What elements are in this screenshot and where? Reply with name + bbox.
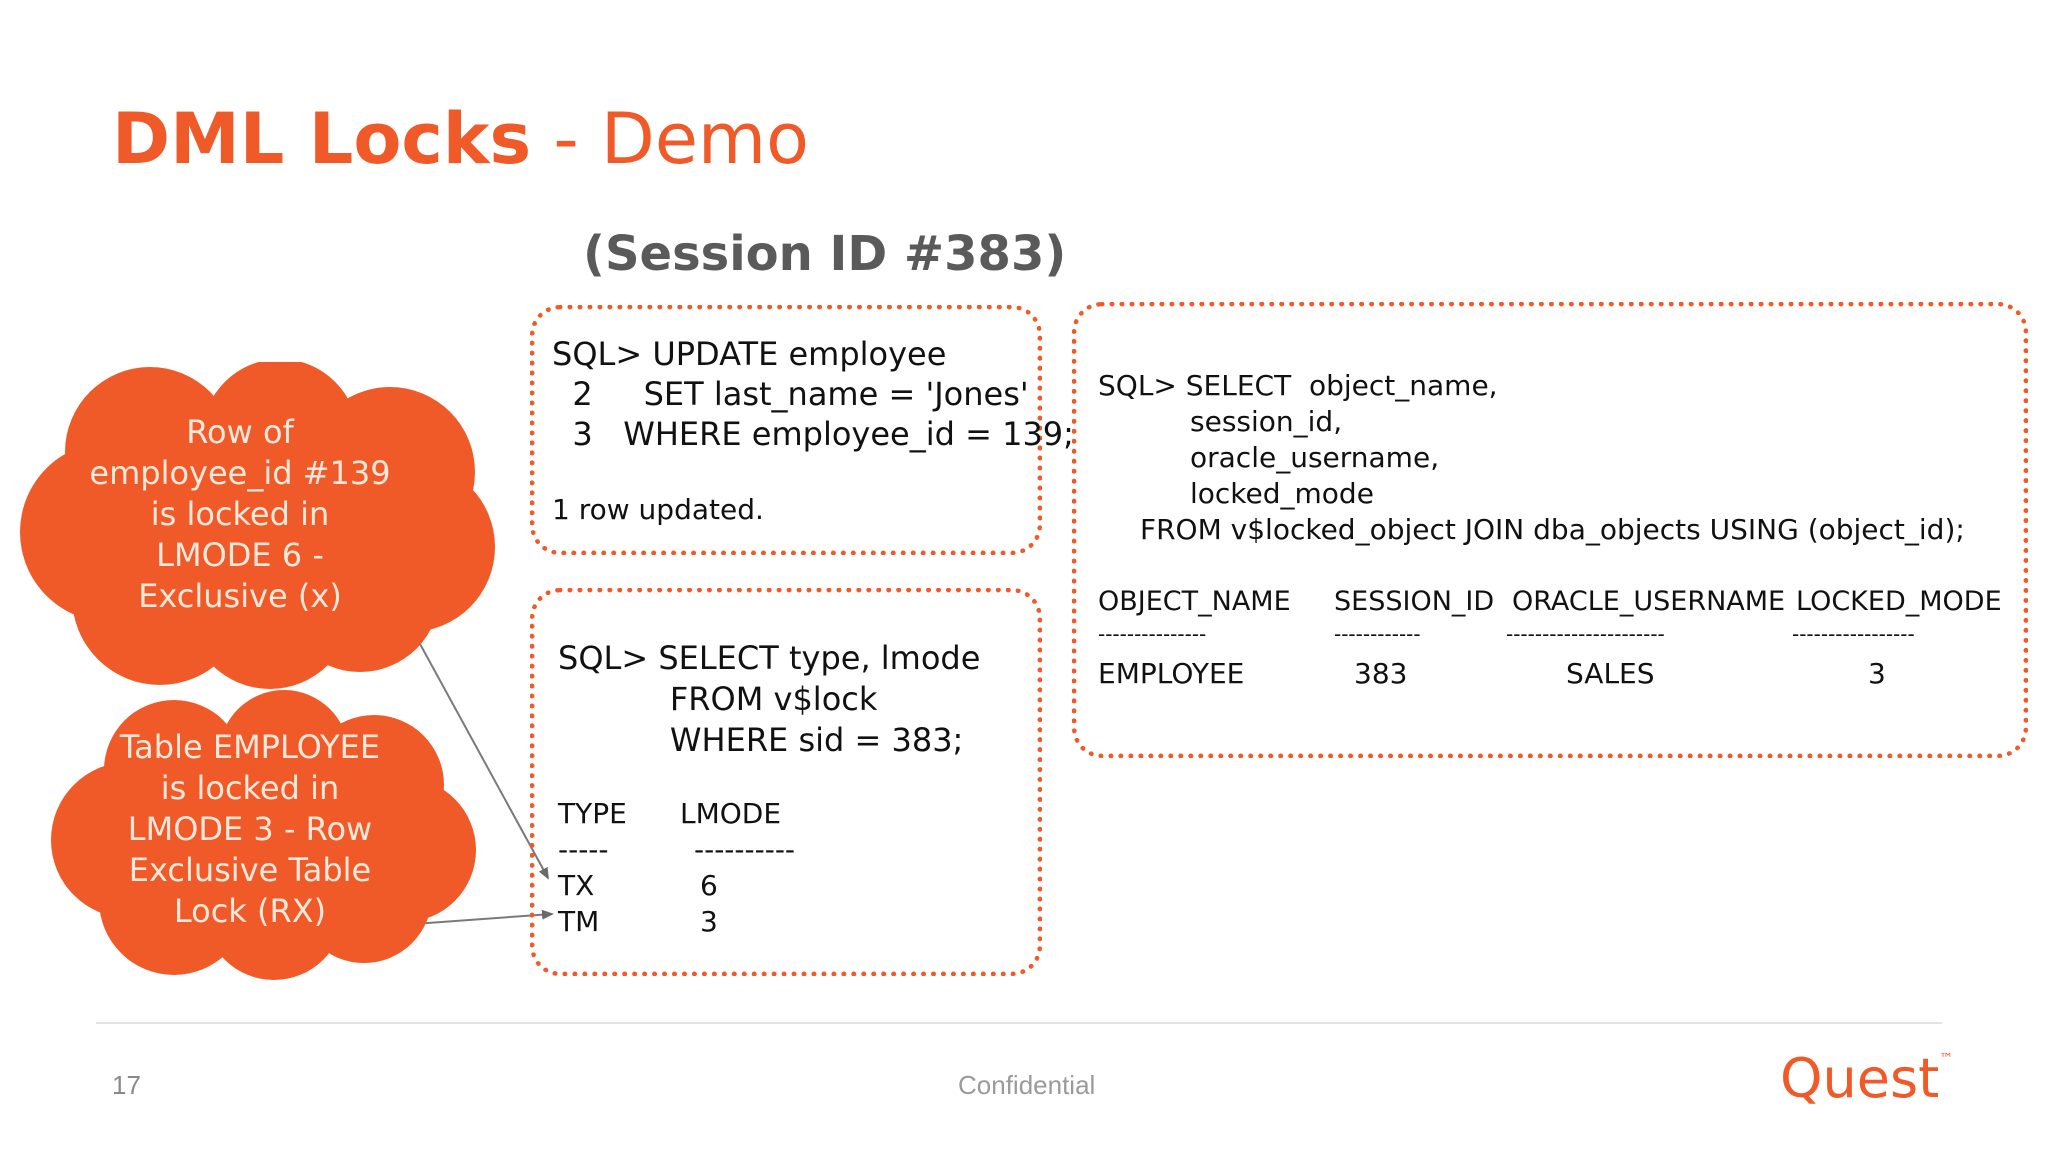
update-result: 1 row updated. <box>552 493 764 526</box>
row-lock-line-5: Exclusive (x) <box>138 577 342 615</box>
lock-header-type: TYPE <box>558 797 627 830</box>
lock-row-2-lmode: 3 <box>700 905 718 938</box>
locked-object-line-3: oracle_username, <box>1190 441 1440 474</box>
table-lock-line-3: LMODE 3 - Row <box>127 810 373 848</box>
lock-query-line-1: SQL> SELECT type, lmode <box>558 639 981 677</box>
lock-sep-type: ----- <box>558 833 609 866</box>
slide-title-bold: DML Locks <box>112 98 532 180</box>
locked-object-query-box <box>1072 302 2028 758</box>
table-lock-cloud-icon <box>51 690 476 980</box>
footer-divider <box>96 1022 1942 1024</box>
lock-sep-lmode: ---------- <box>694 833 796 866</box>
locked-object-row-object-name: EMPLOYEE <box>1098 657 1245 690</box>
table-lock-line-2: is locked in <box>160 769 340 807</box>
locked-object-line-2: session_id, <box>1190 405 1343 438</box>
locked-object-row-oracle-username: SALES <box>1566 657 1655 690</box>
update-line-2: 2 SET last_name = 'Jones' <box>552 375 1029 413</box>
row-lock-line-3: is locked in <box>150 495 330 533</box>
locked-object-line-5: FROM v$locked_object JOIN dba_objects US… <box>1140 513 1965 546</box>
row-lock-line-1: Row of <box>186 413 294 451</box>
locked-object-row-session-id: 383 <box>1354 657 1408 690</box>
locked-object-line-1: SQL> SELECT object_name, <box>1098 369 1498 402</box>
locked-object-sep-4: ----------------- <box>1792 622 1915 646</box>
locked-object-header-object-name: OBJECT_NAME <box>1098 586 1291 617</box>
table-lock-line-5: Lock (RX) <box>173 892 327 930</box>
row-lock-line-4: LMODE 6 - <box>156 536 324 574</box>
locked-object-line-4: locked_mode <box>1190 477 1374 510</box>
locked-object-header-locked-mode: LOCKED_MODE <box>1796 586 2002 617</box>
locked-object-row-locked-mode: 3 <box>1868 657 1886 690</box>
lock-header-lmode: LMODE <box>680 797 782 830</box>
lock-query-line-2: FROM v$lock <box>558 680 878 718</box>
locked-object-sep-3: ---------------------- <box>1506 622 1665 646</box>
locked-object-header-session-id: SESSION_ID <box>1334 586 1495 617</box>
quest-logo: Quest™ <box>1780 1052 1953 1106</box>
slide-title-rest: - Demo <box>531 98 809 180</box>
lock-row-1-type: TX <box>558 869 595 902</box>
quest-logo-mark: ™ <box>1939 1051 1954 1067</box>
quest-logo-text: Quest <box>1780 1047 1940 1110</box>
lock-row-2-type: TM <box>558 905 600 938</box>
locked-object-header-oracle-username: ORACLE_USERNAME <box>1512 586 1786 617</box>
row-lock-arrow <box>407 621 549 880</box>
update-line-1: SQL> UPDATE employee <box>552 335 947 373</box>
table-lock-line-1: Table EMPLOYEE <box>119 728 381 766</box>
slide-title: DML Locks - Demo <box>112 104 809 174</box>
lock-query-box <box>530 588 1042 976</box>
table-lock-callout: Table EMPLOYEE is locked in LMODE 3 - Ro… <box>90 727 410 932</box>
session-heading: (Session ID #383) <box>583 226 1067 282</box>
locked-object-sep-2: ------------ <box>1334 622 1421 646</box>
locked-object-sep-1: --------------- <box>1098 622 1207 646</box>
update-statement-box <box>530 305 1042 555</box>
lock-query-line-3: WHERE sid = 383; <box>558 721 964 759</box>
table-lock-line-4: Exclusive Table <box>128 851 372 889</box>
update-line-3: 3 WHERE employee_id = 139; <box>552 415 1074 453</box>
lock-row-1-lmode: 6 <box>700 869 718 902</box>
row-lock-callout: Row of employee_id #139 is locked in LMO… <box>70 412 410 617</box>
page-number: 17 <box>112 1070 141 1100</box>
row-lock-cloud-icon <box>20 362 495 689</box>
confidential-label: Confidential <box>958 1070 1096 1100</box>
row-lock-line-2: employee_id #139 <box>89 454 391 492</box>
